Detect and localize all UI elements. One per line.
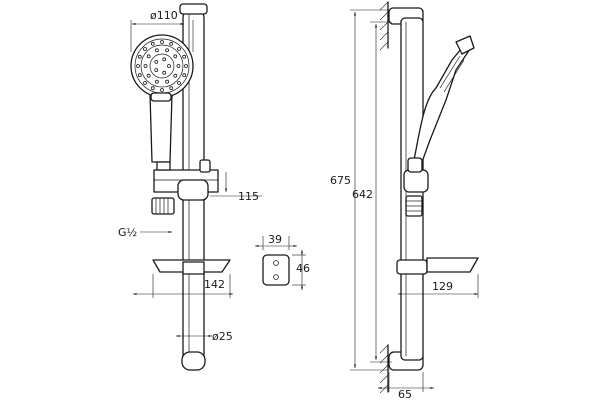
holder-height-label: 115 xyxy=(238,190,259,203)
nozzle-hole xyxy=(173,54,178,59)
nozzle-hole xyxy=(165,79,170,84)
nozzle-hole xyxy=(162,70,167,75)
nozzle-hole xyxy=(167,64,171,68)
wall-distance-label: 65 xyxy=(398,388,412,400)
total-height-label: 675 xyxy=(330,174,351,187)
nozzle-hole xyxy=(169,86,174,91)
sliding-holder-side xyxy=(403,157,429,193)
nozzle-hole xyxy=(165,48,170,53)
nozzle-hole xyxy=(146,73,151,78)
rail-diameter-label: ø25 xyxy=(212,330,233,343)
soap-dish-side xyxy=(396,257,479,275)
nozzle-hole xyxy=(143,64,148,68)
nozzle-hole xyxy=(154,48,159,53)
dimension-wall-distance: 65 xyxy=(378,372,434,400)
side-view: 675 642 129 65 xyxy=(330,1,479,400)
nozzle-hole xyxy=(176,64,181,68)
hand-shower-head-front xyxy=(130,34,194,102)
nozzle-hole xyxy=(136,64,140,68)
nozzle-hole xyxy=(160,88,164,92)
nozzle-hole xyxy=(160,40,164,44)
clip-width-label: 39 xyxy=(268,233,282,246)
rail-spacing-label: 642 xyxy=(352,188,373,201)
top-wall-bracket-front xyxy=(179,3,208,15)
sliding-holder-front xyxy=(153,159,219,201)
hand-shower-side xyxy=(413,35,475,163)
front-view: ø110 115 G½ 142 ø25 xyxy=(118,3,262,371)
dimension-total-height: 675 xyxy=(330,9,390,371)
soap-dish-front xyxy=(152,259,231,275)
nozzle-hole xyxy=(177,81,181,85)
hose-connection-front xyxy=(151,197,175,215)
dimension-rail-diameter: ø25 xyxy=(176,330,233,343)
nozzle-hole xyxy=(150,86,155,91)
shelf-width-label: 142 xyxy=(204,278,225,291)
hose-connection-side xyxy=(405,195,423,217)
nozzle-hole xyxy=(162,57,167,62)
nozzle-hole xyxy=(146,54,151,59)
nozzle-hole xyxy=(169,41,174,46)
nozzle-hole xyxy=(154,60,159,64)
clip-height-label: 46 xyxy=(296,262,310,275)
connection-label: G½ xyxy=(118,226,137,239)
shelf-depth-label: 129 xyxy=(432,280,453,293)
nozzle-hole xyxy=(137,73,142,78)
nozzle-hole xyxy=(154,68,159,72)
dimension-connection: G½ xyxy=(118,226,172,239)
nozzle-hole xyxy=(154,79,159,84)
dimension-rail-spacing: 642 xyxy=(352,21,392,363)
nozzle-hole xyxy=(184,64,188,68)
nozzle-hole xyxy=(182,54,187,59)
dimension-holder-height: 115 xyxy=(210,172,262,203)
dimension-shelf-width: 142 xyxy=(133,274,233,298)
nozzle-hole xyxy=(137,54,142,59)
dimension-head-diameter: ø110 xyxy=(130,9,194,52)
nozzle-hole xyxy=(182,73,187,78)
nozzle-hole xyxy=(177,47,181,51)
hand-shower-handle-front xyxy=(149,93,173,163)
nozzle-hole xyxy=(150,41,155,46)
head-diameter-label: ø110 xyxy=(150,9,178,22)
nozzle-hole xyxy=(143,47,147,51)
wall-clip-detail: 39 46 xyxy=(255,233,310,290)
dimension-shelf-depth: 129 xyxy=(398,274,479,298)
bottom-wall-bracket-front xyxy=(181,351,206,371)
wall-hatching xyxy=(379,1,389,394)
nozzle-hole xyxy=(173,73,178,78)
nozzle-hole xyxy=(143,81,147,85)
